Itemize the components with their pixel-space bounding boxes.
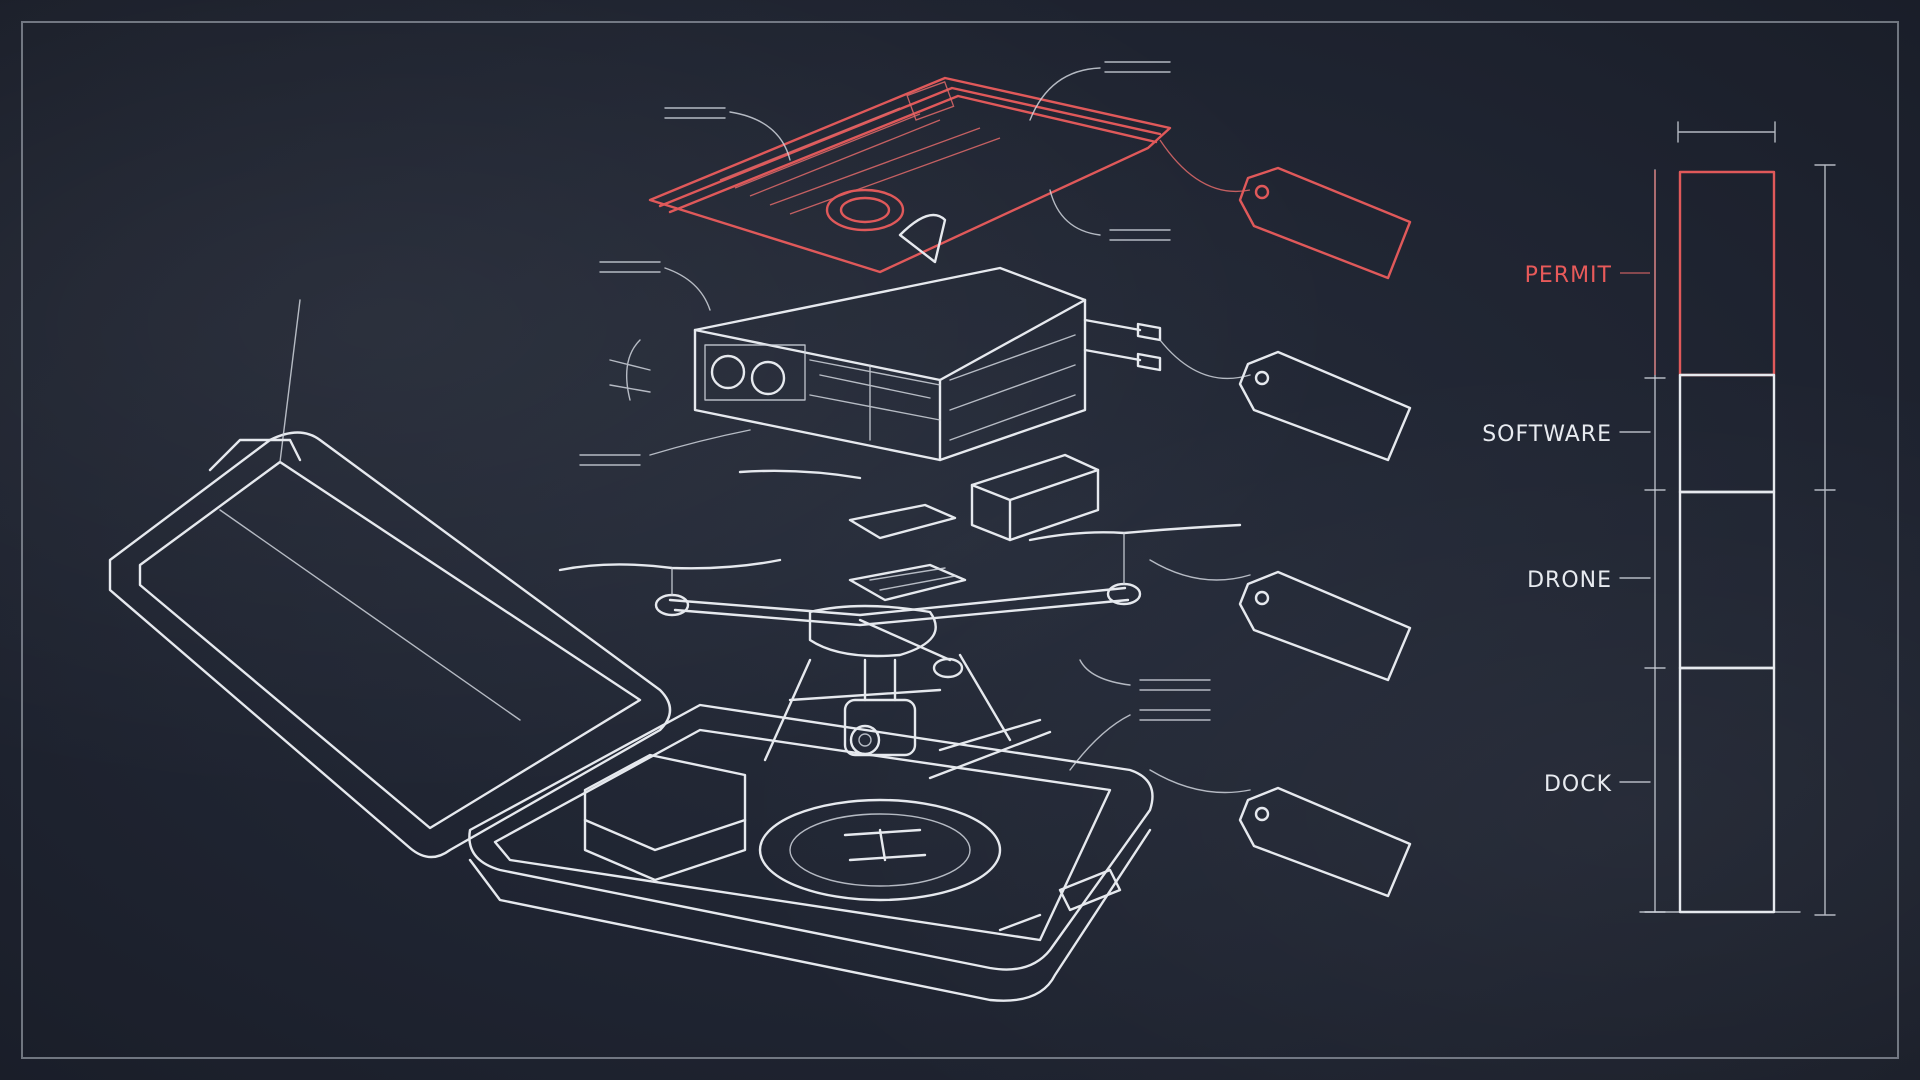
drone-icon (558, 469, 1242, 780)
tag-icon (1149, 769, 1412, 898)
bar-segment-software (1678, 373, 1776, 494)
label-drone: DRONE (1527, 568, 1612, 593)
bar-segment-dock (1678, 666, 1776, 914)
battery-icon (970, 453, 1100, 542)
annotation-leaders (579, 61, 1211, 771)
frame-border (21, 21, 1899, 1059)
server-rack-icon (609, 266, 1162, 462)
permit-document-icon (648, 76, 1172, 274)
tag-icon (1159, 339, 1412, 462)
label-software: SOFTWARE (1482, 422, 1612, 447)
camera-gimbal-icon (843, 658, 917, 757)
label-dock: DOCK (1544, 772, 1612, 797)
bar-segment-drone (1678, 490, 1776, 670)
tag-icon (1159, 139, 1412, 280)
dock-case-icon (108, 299, 1154, 1002)
label-permit: PERMIT (1525, 263, 1612, 288)
stack-bar: PERMIT SOFTWARE DRONE DOCK (1482, 121, 1836, 916)
bar-segment-permit (1678, 170, 1776, 377)
tag-icon (1149, 559, 1412, 682)
